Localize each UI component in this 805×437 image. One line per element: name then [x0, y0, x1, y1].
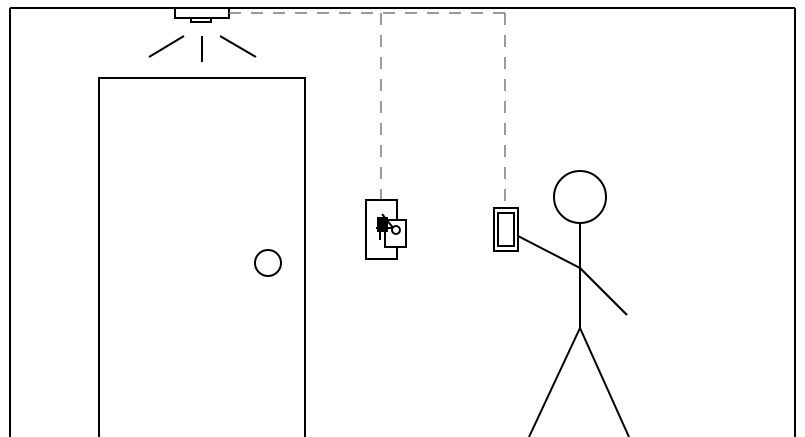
switch-toggle [378, 218, 387, 231]
ceiling-light-icon [149, 8, 256, 62]
person-leg-right [580, 328, 629, 437]
light-switch [366, 200, 406, 259]
person [518, 171, 629, 437]
person-leg-left [529, 328, 580, 437]
room-walls [10, 8, 795, 437]
control-wiring [229, 13, 505, 208]
door [99, 78, 305, 437]
person-head [554, 171, 606, 223]
wall-control-panel [494, 208, 518, 251]
door-knob [255, 250, 281, 276]
switch-pivot [392, 226, 400, 234]
panel-screen [498, 213, 514, 246]
person-arm-raised [518, 236, 580, 268]
person-arm-down [580, 268, 627, 315]
